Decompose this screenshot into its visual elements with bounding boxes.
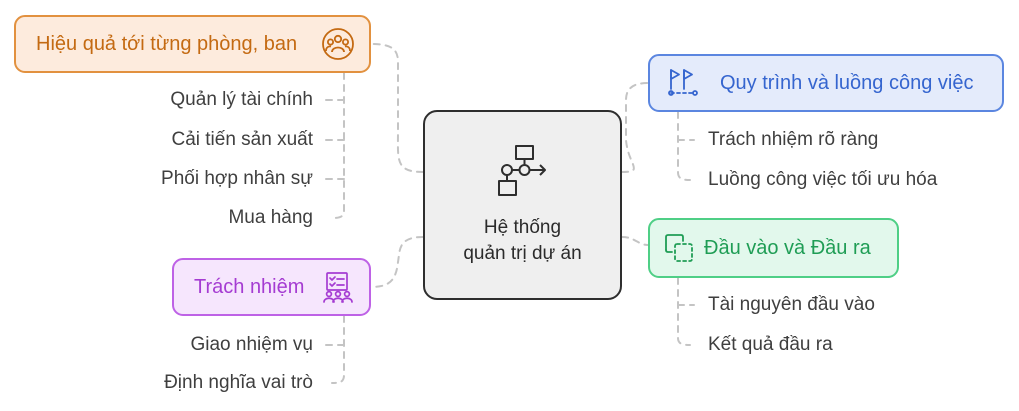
leaf-process-0: Trách nhiệm rõ ràng [708, 129, 879, 150]
leaf-io-0: Tài nguyên đầu vào [708, 294, 875, 315]
branch-effectiveness-label: Hiệu quả tới từng phòng, ban [36, 32, 298, 55]
branch-effectiveness[interactable]: Hiệu quả tới từng phòng, ban [14, 15, 371, 73]
connector-io-trunk [677, 277, 691, 346]
branch-responsibility-label: Trách nhiệm [194, 275, 305, 298]
flowchart-icon [497, 145, 546, 196]
center-node[interactable]: Hệ thống quản trị dự án [423, 110, 622, 300]
connector-center-process [621, 82, 649, 173]
connector-center-effectiveness [370, 43, 424, 173]
connector-center-responsibility [370, 236, 424, 288]
group-icon [322, 28, 354, 60]
input-output-icon [665, 234, 693, 262]
leaf-effectiveness-3: Mua hàng [228, 207, 313, 228]
leaf-responsibility-0: Giao nhiệm vụ [190, 334, 313, 355]
connector-process-trunk [677, 111, 691, 181]
branch-process[interactable]: Quy trình và luồng công việc [648, 54, 1004, 112]
branch-process-label: Quy trình và luồng công việc [720, 71, 974, 94]
team-checklist-icon [323, 272, 353, 303]
flags-route-icon [668, 69, 698, 96]
connector-center-io [621, 236, 649, 246]
branch-responsibility[interactable]: Trách nhiệm [172, 258, 371, 316]
connector-effectiveness-trunk [331, 72, 345, 219]
leaf-process-1: Luồng công việc tối ưu hóa [708, 169, 938, 190]
connector-responsibility-trunk [331, 315, 345, 384]
leaf-io-1: Kết quả đầu ra [708, 334, 833, 355]
branch-io[interactable]: Đầu vào và Đầu ra [648, 218, 899, 278]
leaf-effectiveness-0: Quản lý tài chính [170, 89, 313, 110]
center-node-label: Hệ thống quản trị dự án [463, 217, 582, 264]
leaf-responsibility-1: Định nghĩa vai trò [164, 372, 313, 393]
leaf-effectiveness-1: Cải tiến sản xuất [171, 129, 313, 150]
leaf-effectiveness-2: Phối hợp nhân sự [161, 168, 313, 189]
branch-io-label: Đầu vào và Đầu ra [704, 236, 871, 259]
